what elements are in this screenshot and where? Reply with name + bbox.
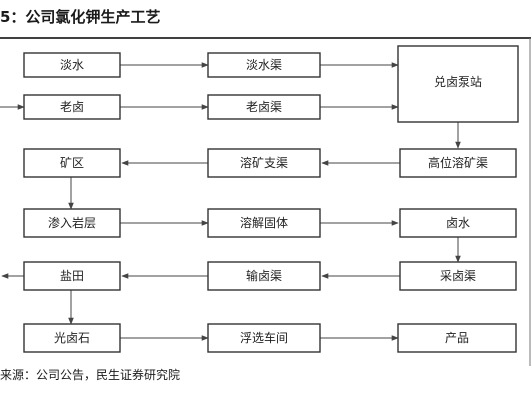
node-brine-box bbox=[399, 208, 517, 238]
node-brine: 卤水 bbox=[446, 216, 470, 230]
node-fresh-water-channel: 淡水渠 bbox=[246, 58, 282, 72]
node-brine-collection-channel-box bbox=[399, 261, 517, 291]
source-note: 来源：公司公告，民生证券研究院 bbox=[0, 368, 181, 382]
node-dissolving-branch-channel: 溶矿支渠 bbox=[240, 155, 288, 170]
node-dissolve-solids-box bbox=[207, 208, 321, 238]
node-high-dissolving-channel-box bbox=[399, 148, 517, 178]
node-carnallite: 光卤石 bbox=[54, 331, 90, 345]
node-fresh-water-channel-box bbox=[207, 52, 321, 78]
node-brine-collection-channel: 采卤渠 bbox=[440, 269, 476, 283]
diagram-edges bbox=[0, 62, 461, 341]
node-fresh-water-box bbox=[23, 52, 121, 78]
node-salt-pan-box bbox=[23, 261, 121, 291]
node-brine-mixing-pump-station: 兑卤泵站 bbox=[434, 75, 482, 89]
node-old-brine-channel-box bbox=[207, 94, 321, 120]
figure-title: 5：公司氯化钾生产工艺 bbox=[0, 8, 161, 26]
node-flotation-workshop: 浮选车间 bbox=[240, 330, 288, 345]
node-seep-into-rock-box bbox=[23, 208, 121, 238]
node-old-brine-box bbox=[23, 94, 121, 120]
node-dissolve-solids: 溶解固体 bbox=[240, 215, 288, 230]
node-flotation-workshop-box bbox=[207, 323, 321, 353]
diagram-nodes: 淡水 淡水渠 兑卤泵站 老卤 老卤渠 矿区 溶矿支渠 高位溶矿渠 渗入岩层 溶解… bbox=[23, 45, 519, 353]
node-salt-pan: 盐田 bbox=[60, 269, 84, 283]
node-carnallite-box bbox=[23, 323, 121, 353]
node-seep-into-rock: 渗入岩层 bbox=[48, 215, 96, 230]
node-product-box bbox=[397, 323, 517, 353]
node-mining-area: 矿区 bbox=[60, 156, 84, 170]
node-mining-area-box bbox=[23, 148, 121, 178]
node-brine-mixing-pump-station-box bbox=[397, 45, 519, 123]
node-dissolving-branch-channel-box bbox=[207, 148, 321, 178]
node-high-dissolving-channel: 高位溶矿渠 bbox=[428, 155, 488, 170]
node-old-brine-channel: 老卤渠 bbox=[246, 100, 282, 114]
node-old-brine: 老卤 bbox=[60, 100, 84, 114]
node-product: 产品 bbox=[445, 331, 469, 345]
node-fresh-water: 淡水 bbox=[60, 58, 84, 72]
node-brine-transfer-channel: 输卤渠 bbox=[246, 268, 282, 283]
process-flow-diagram: 淡水 淡水渠 兑卤泵站 老卤 老卤渠 矿区 溶矿支渠 高位溶矿渠 渗入岩层 溶解… bbox=[0, 37, 531, 366]
node-brine-transfer-channel-box bbox=[207, 261, 321, 291]
